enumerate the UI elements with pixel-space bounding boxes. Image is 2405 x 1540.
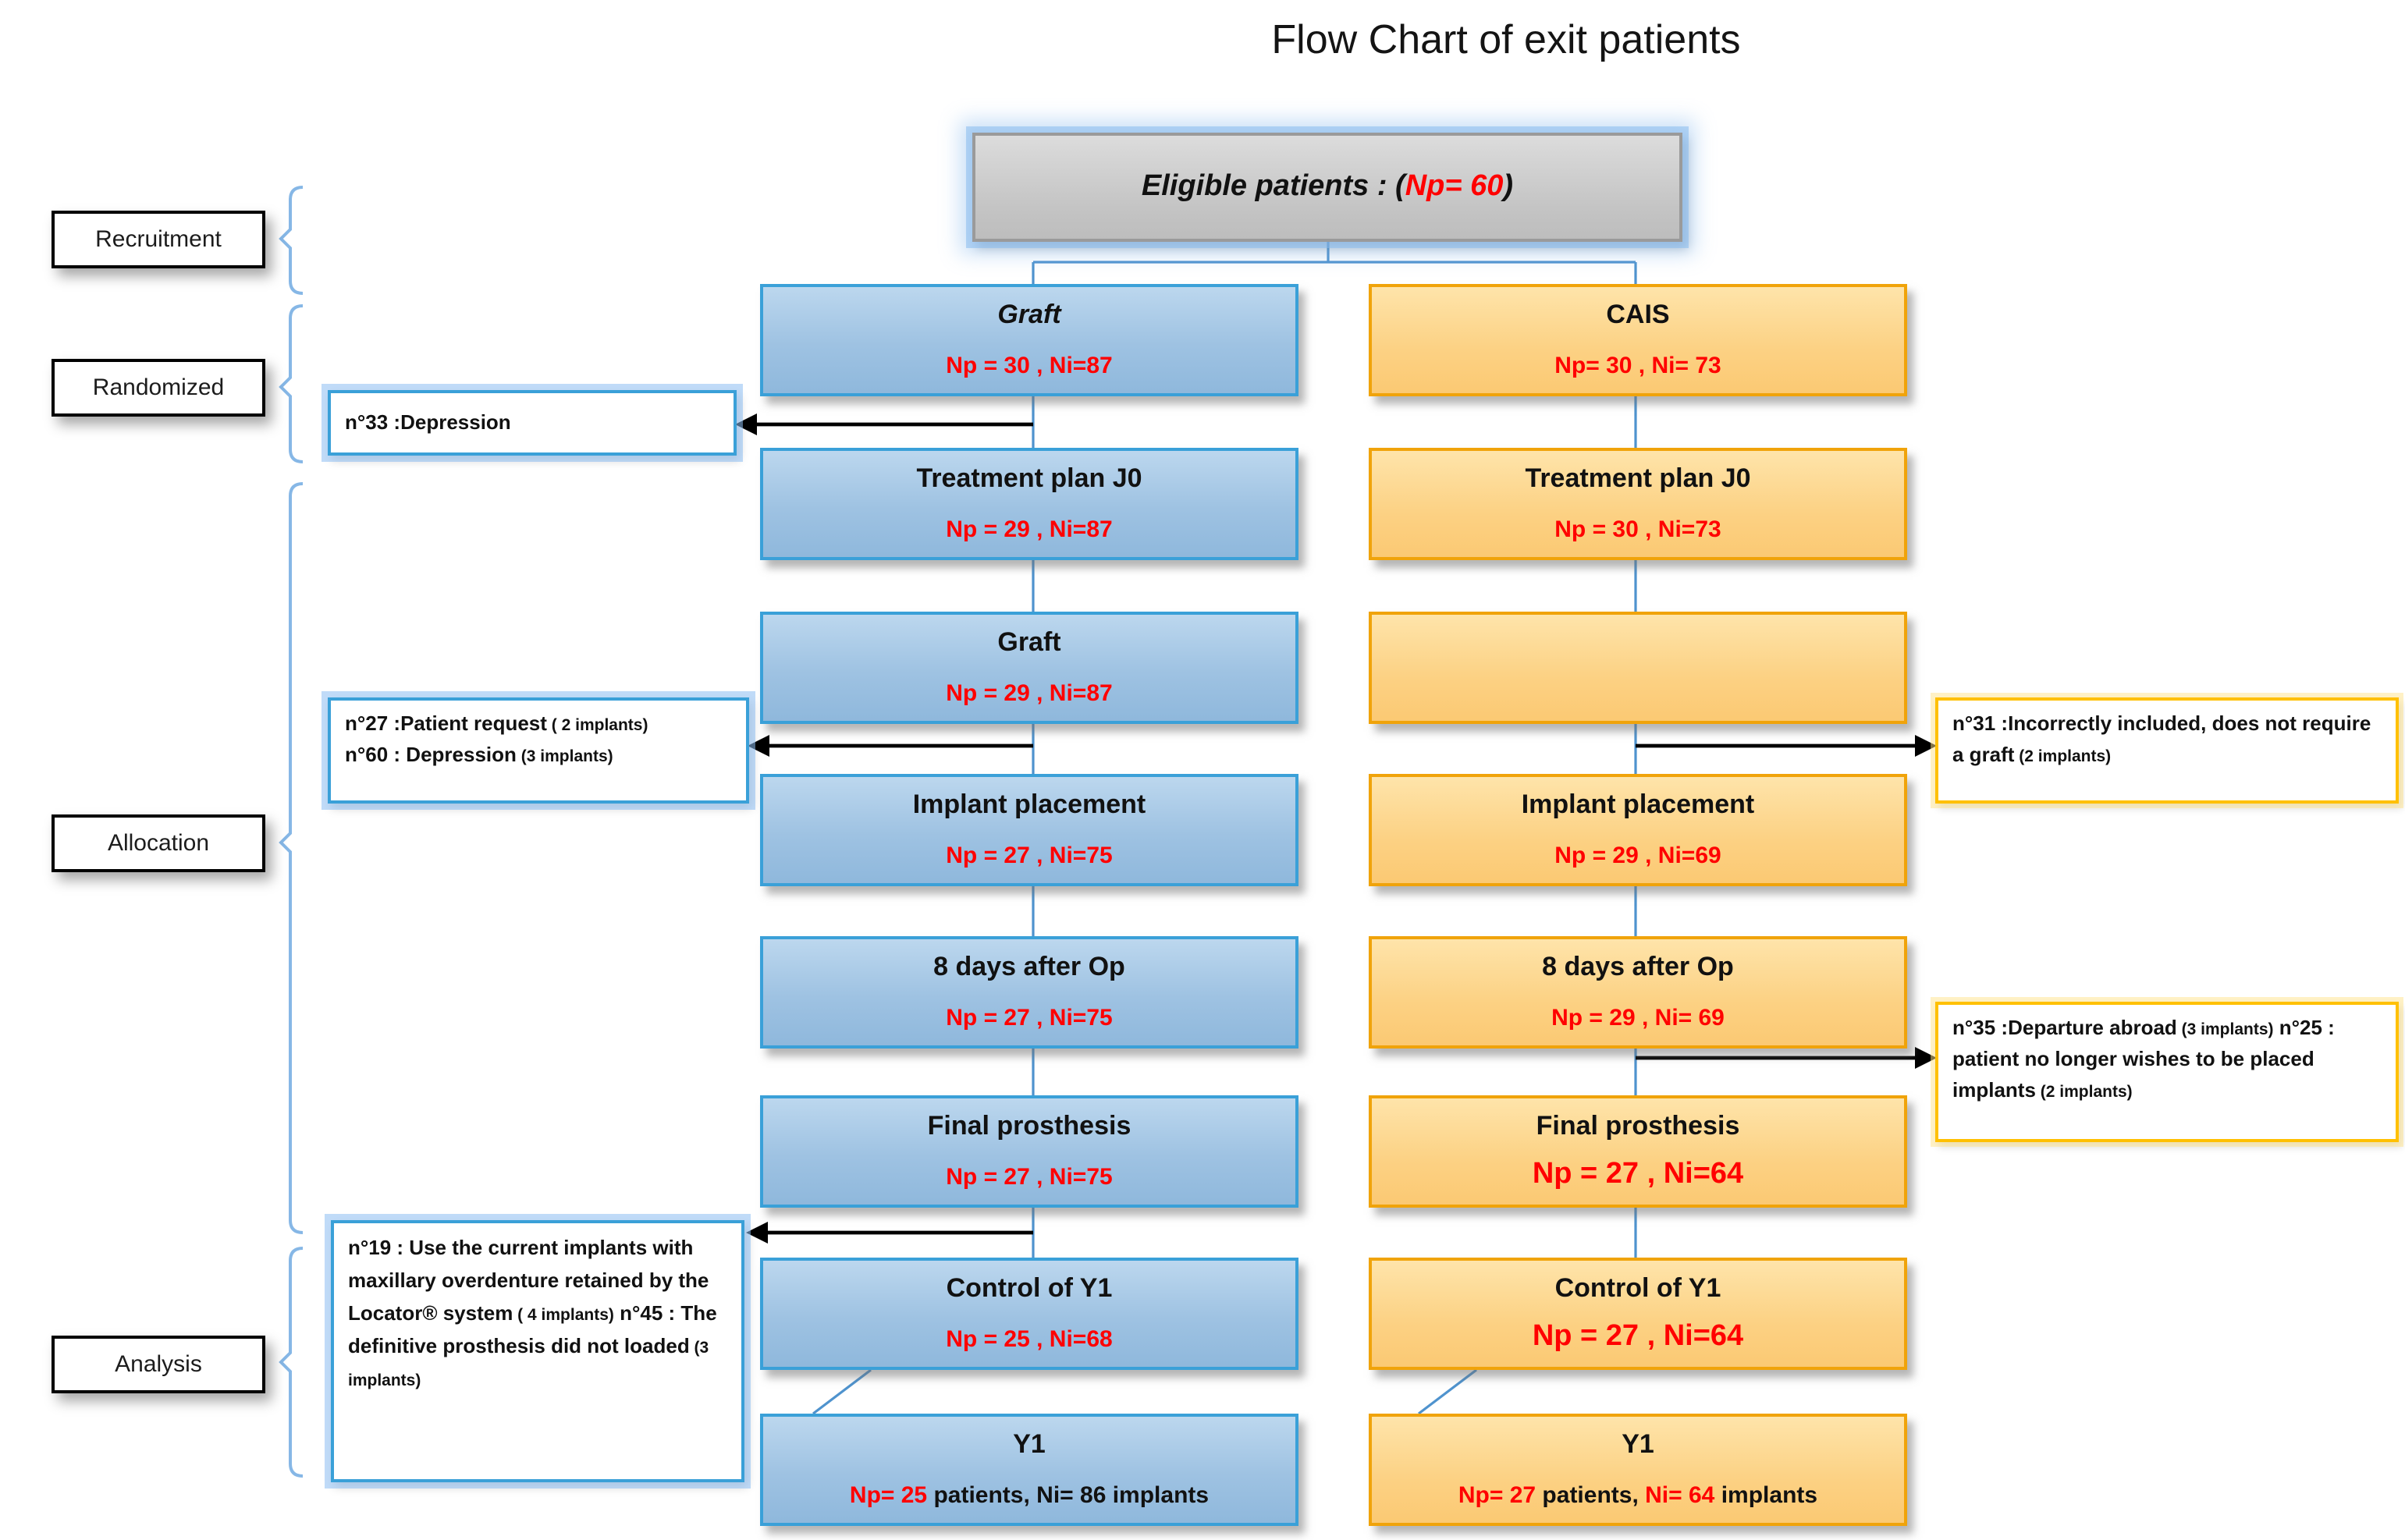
box-stats: Np = 30 , Ni=73 (1554, 516, 1721, 543)
cais-control-y1-box: Control of Y1 Np = 27 , Ni=64 (1369, 1258, 1907, 1370)
cais-empty-box (1369, 612, 1907, 724)
eligible-patients-text: Eligible patients : (Np= 60) (1142, 170, 1513, 204)
cais-implant-placement-box: Implant placement Np = 29 , Ni=69 (1369, 774, 1907, 886)
eligible-count: Np= 60 (1405, 170, 1504, 203)
box-stats: Np = 29 , Ni=87 (946, 680, 1113, 707)
note-text: n°31 :Incorrectly included, does not req… (1952, 711, 2371, 767)
y1-rest: patients, Ni= 86 implants (927, 1482, 1210, 1509)
graft-control-y1-box: Control of Y1 Np = 25 , Ni=68 (760, 1258, 1298, 1370)
note-line: n°35 :Departure abroad (3 implants) n°25… (1952, 1016, 2335, 1102)
stage-label-recruitment: Recruitment (52, 211, 265, 268)
box-title: 8 days after Op (1542, 952, 1734, 981)
box-stats: Np = 30 , Ni=87 (946, 353, 1113, 379)
stage-label-text: Recruitment (95, 226, 222, 253)
box-stats: Np = 27 , Ni=64 (1532, 1158, 1744, 1190)
y1-np-count: Np= 27 (1458, 1482, 1536, 1509)
note-n35-n25: n°35 :Departure abroad (3 implants) n°25… (1935, 1002, 2399, 1142)
box-stats: Np = 29 , Ni=87 (946, 516, 1113, 543)
stage-label-text: Allocation (107, 830, 210, 857)
box-stats: Np = 27 , Ni=75 (946, 1164, 1113, 1190)
box-stats: Np= 30 , Ni= 73 (1554, 353, 1721, 379)
box-stats: Np = 27 , Ni=75 (946, 843, 1113, 869)
box-title: Graft (997, 627, 1061, 657)
cais-final-prosthesis-box: Final prosthesis Np = 27 , Ni=64 (1369, 1095, 1907, 1208)
box-title: Implant placement (1521, 790, 1755, 819)
stage-label-analysis: Analysis (52, 1336, 265, 1393)
note-text: n°25 : patient no longer wishes to be pl… (1952, 1016, 2335, 1102)
eligible-patients-box: Eligible patients : (Np= 60) (972, 133, 1682, 242)
box-title: Graft (997, 300, 1061, 329)
note-text: n°27 :Patient request (345, 711, 547, 735)
note-text-small: (3 implants) (348, 1339, 709, 1391)
stage-label-allocation: Allocation (52, 814, 265, 872)
box-stats: Np= 25 patients, Ni= 86 implants (769, 1484, 1289, 1507)
note-line: n°27 :Patient request ( 2 implants) (345, 708, 737, 740)
box-stats: Np = 29 , Ni= 69 (1551, 1005, 1725, 1031)
note-n19-n45: n°19 : Use the current implants with max… (331, 1220, 744, 1482)
box-stats: Np = 27 , Ni=75 (946, 1005, 1113, 1031)
note-text: n°35 :Departure abroad (1952, 1016, 2177, 1039)
note-text-small: (2 implants) (2035, 1083, 2133, 1102)
box-stats: Np= 27 patients, Ni= 64 implants (1378, 1484, 1898, 1507)
box-title: Treatment plan J0 (916, 463, 1142, 493)
stage-label-text: Randomized (92, 374, 225, 401)
stage-label-randomized: Randomized (52, 359, 265, 417)
tree-connectors (812, 242, 1637, 1415)
box-title: Final prosthesis (1536, 1111, 1740, 1141)
note-text: n°33 :Depression (345, 410, 511, 435)
eligible-suffix: ) (1503, 170, 1514, 203)
y1-implants-label: implants (1714, 1482, 1818, 1509)
graft-y1-box: Y1 Np= 25 patients, Ni= 86 implants (760, 1414, 1298, 1526)
graft-arm-box: Graft Np = 30 , Ni=87 (760, 284, 1298, 396)
box-stats: Np = 29 , Ni=69 (1554, 843, 1721, 869)
box-title: 8 days after Op (933, 952, 1125, 981)
note-text-small: (3 implants) (2176, 1020, 2274, 1039)
cais-y1-box: Y1 Np= 27 patients, Ni= 64 implants (1369, 1414, 1907, 1526)
cais-8days-box: 8 days after Op Np = 29 , Ni= 69 (1369, 936, 1907, 1049)
box-title: Control of Y1 (1554, 1273, 1721, 1303)
cais-treatment-plan-box: Treatment plan J0 Np = 30 , Ni=73 (1369, 448, 1907, 560)
box-title: CAIS (1606, 300, 1670, 329)
box-title: Y1 (1013, 1429, 1046, 1459)
note-text-small: (2 implants) (2014, 747, 2112, 767)
y1-np-count: Np= 25 (849, 1482, 928, 1509)
box-stats: Np = 27 , Ni=64 (1532, 1320, 1744, 1353)
note-n33-depression: n°33 :Depression (328, 390, 737, 456)
exclusion-arrows (735, 413, 1937, 1244)
y1-ni-count: Ni= 64 (1645, 1482, 1715, 1509)
chart-title: Flow Chart of exit patients (1271, 16, 1741, 62)
box-title: Y1 (1622, 1429, 1654, 1459)
graft-treatment-plan-box: Treatment plan J0 Np = 29 , Ni=87 (760, 448, 1298, 560)
note-text: n°19 : Use the current implants with max… (348, 1236, 709, 1325)
cais-arm-box: CAIS Np= 30 , Ni= 73 (1369, 284, 1907, 396)
graft-8days-box: 8 days after Op Np = 27 , Ni=75 (760, 936, 1298, 1049)
note-text: n°60 : Depression (345, 743, 517, 767)
note-text-small: (3 implants) (516, 747, 613, 767)
note-text-small: ( 2 implants) (546, 716, 648, 735)
box-stats: Np = 25 , Ni=68 (946, 1326, 1113, 1353)
note-line: n°60 : Depression (3 implants) (345, 740, 737, 771)
stage-brackets (279, 186, 304, 1478)
box-title: Treatment plan J0 (1525, 463, 1751, 493)
box-title: Final prosthesis (927, 1111, 1131, 1141)
y1-patients-label: patients, (1536, 1482, 1646, 1509)
graft-final-prosthesis-box: Final prosthesis Np = 27 , Ni=75 (760, 1095, 1298, 1208)
graft-implant-placement-box: Implant placement Np = 27 , Ni=75 (760, 774, 1298, 886)
note-text: n°45 : The definitive prosthesis did not… (348, 1301, 717, 1358)
note-line: n°31 :Incorrectly included, does not req… (1952, 711, 2371, 766)
note-n31: n°31 :Incorrectly included, does not req… (1935, 697, 2399, 804)
graft-surgery-box: Graft Np = 29 , Ni=87 (760, 612, 1298, 724)
note-text-small: ( 4 implants) (513, 1306, 614, 1325)
box-title: Implant placement (912, 790, 1146, 819)
eligible-prefix: Eligible patients : ( (1141, 170, 1405, 203)
box-title: Control of Y1 (946, 1273, 1113, 1303)
note-n27-n60: n°27 :Patient request ( 2 implants) n°60… (328, 697, 749, 804)
stage-label-text: Analysis (115, 1351, 202, 1378)
note-line: n°19 : Use the current implants with max… (348, 1236, 717, 1390)
